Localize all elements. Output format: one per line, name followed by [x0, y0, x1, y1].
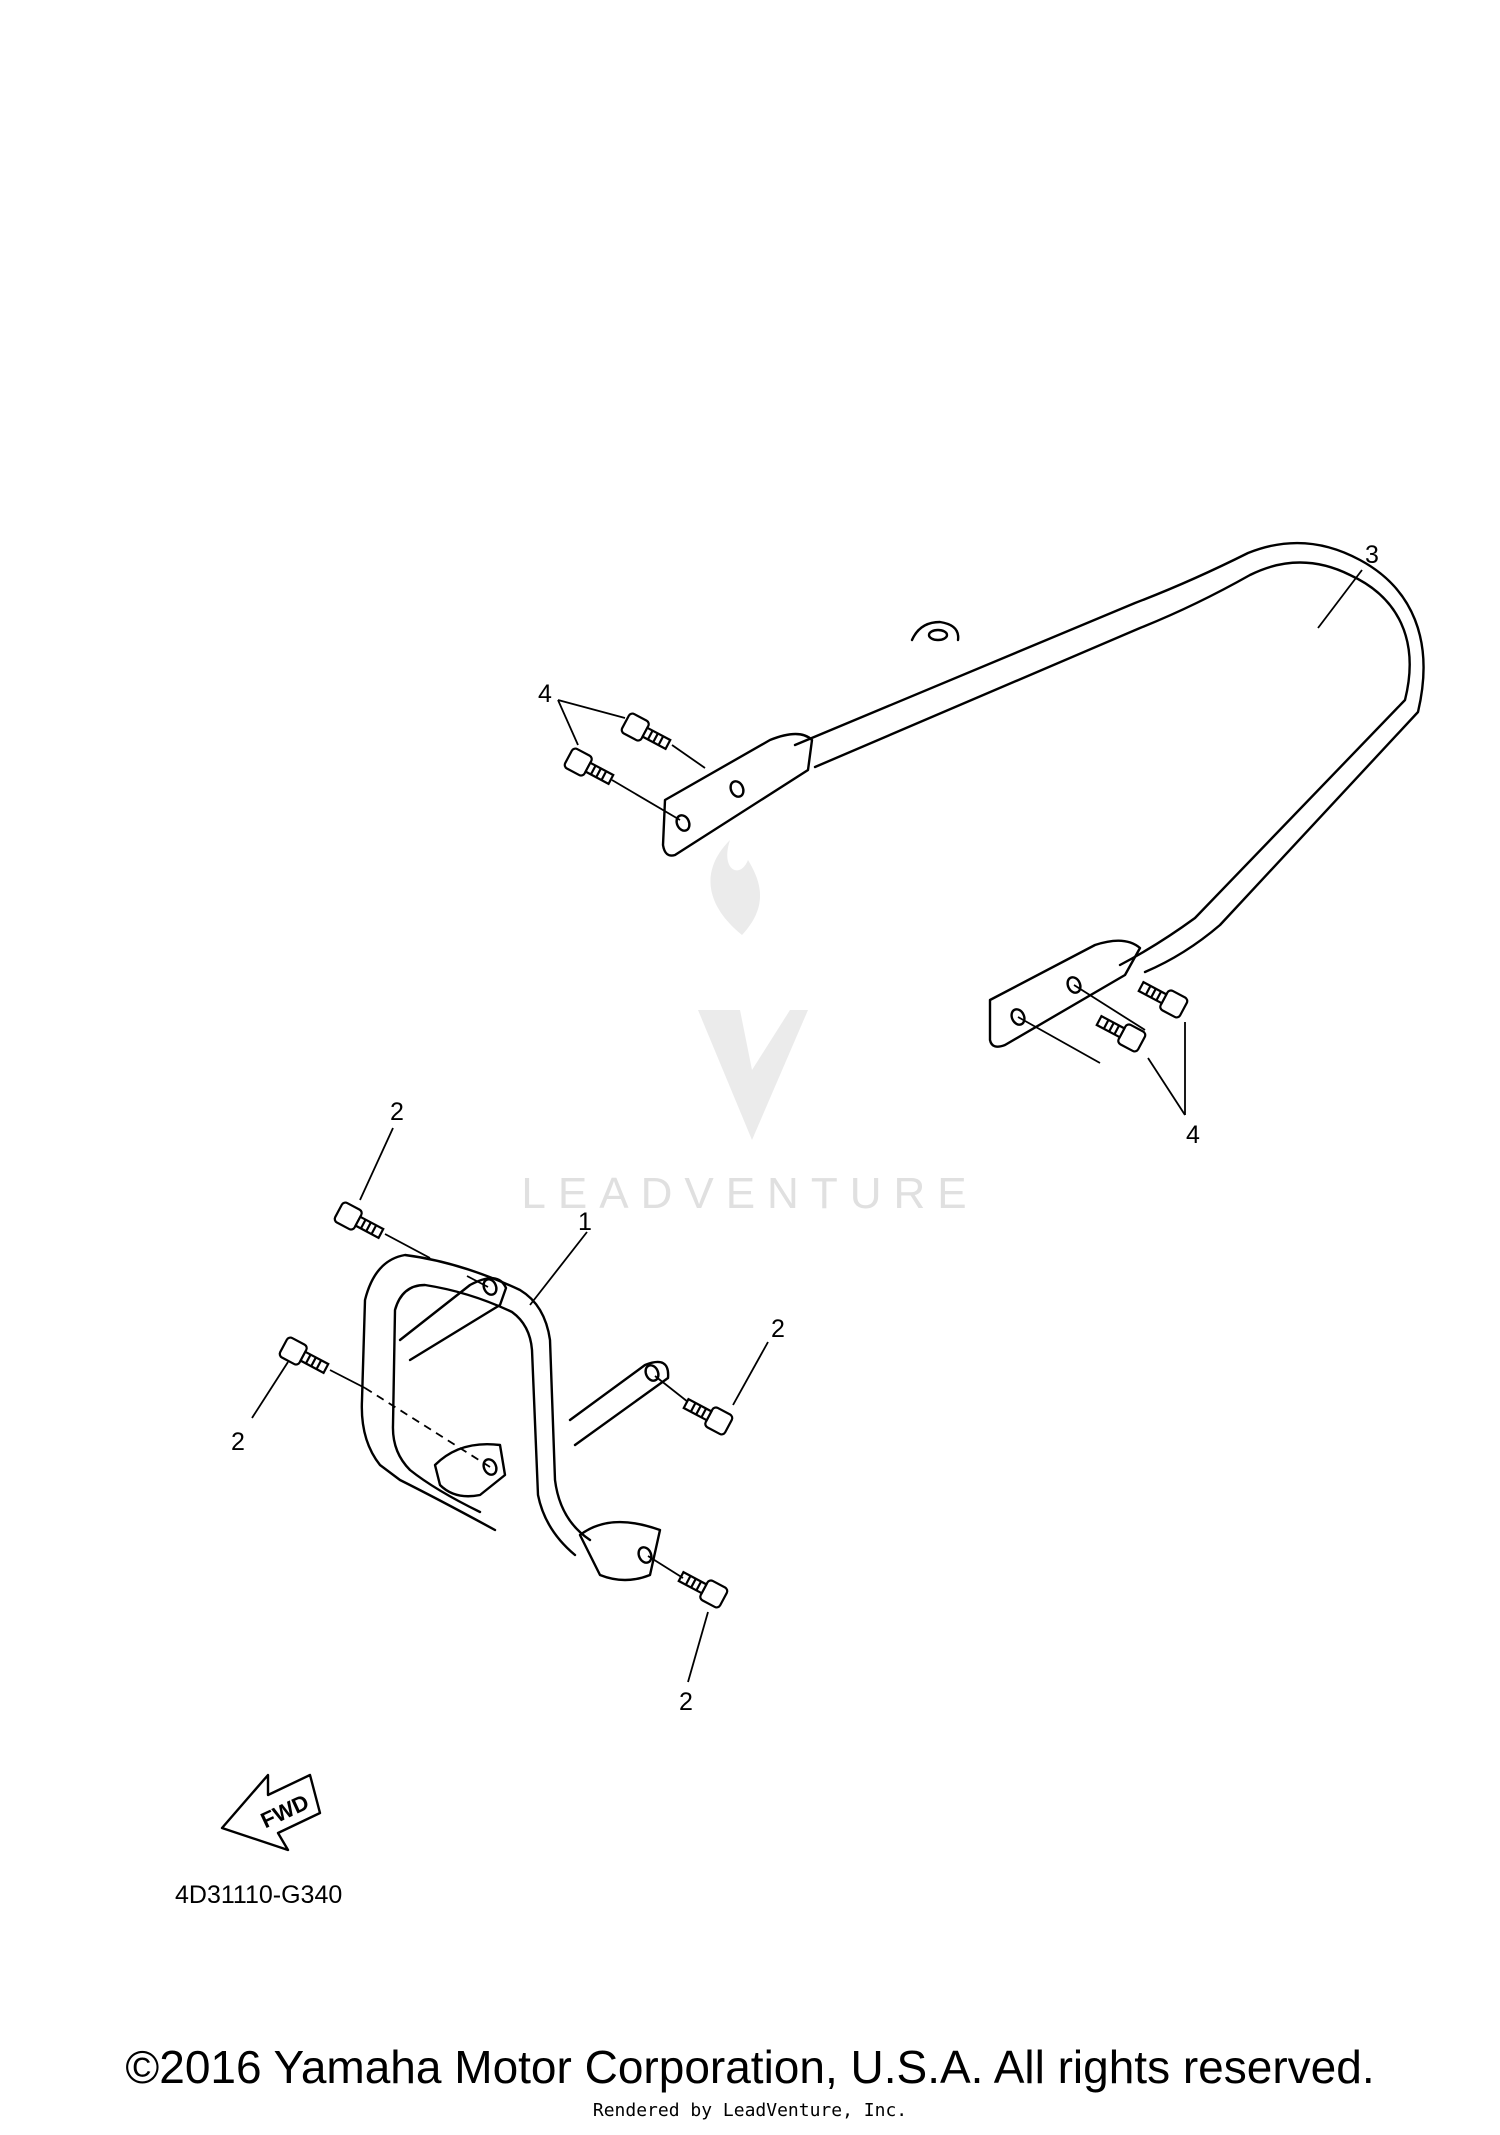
watermark-brand: LEADVENTURE	[521, 1169, 978, 1218]
bolt-icon	[1095, 1014, 1147, 1053]
callout-part-2-top: 2	[390, 1098, 404, 1126]
front-grab-bar	[360, 1253, 670, 1582]
diagram-part-code: 4D31110-G340	[175, 1881, 342, 1909]
bolt-icon	[333, 1201, 385, 1240]
callout-part-2-right: 2	[771, 1315, 785, 1343]
fwd-arrow-icon: FWD	[220, 1773, 322, 1852]
rear-grab-bar	[661, 541, 1425, 1048]
callout-part-4-top: 4	[538, 680, 552, 708]
callout-part-2-bottom: 2	[679, 1688, 693, 1716]
copyright-notice: ©2016 Yamaha Motor Corporation, U.S.A. A…	[125, 2041, 1375, 2093]
assembly-guide-lines	[329, 744, 1146, 1579]
bolt-icon	[278, 1336, 330, 1375]
callout-part-4-bottom: 4	[1186, 1121, 1200, 1149]
leader-lines	[251, 569, 1363, 1683]
leadventure-logo-watermark	[698, 840, 808, 1140]
callout-part-1: 1	[578, 1208, 592, 1236]
bolt-icon	[1137, 980, 1189, 1019]
bolt-icon	[682, 1397, 734, 1436]
callout-part-3: 3	[1365, 541, 1379, 569]
bolt-icon	[563, 747, 615, 786]
callout-part-2-left: 2	[231, 1428, 245, 1456]
bolt-icon	[620, 712, 672, 751]
bolt-icon	[677, 1570, 729, 1609]
rendered-by-notice: Rendered by LeadVenture, Inc.	[592, 2100, 908, 2121]
